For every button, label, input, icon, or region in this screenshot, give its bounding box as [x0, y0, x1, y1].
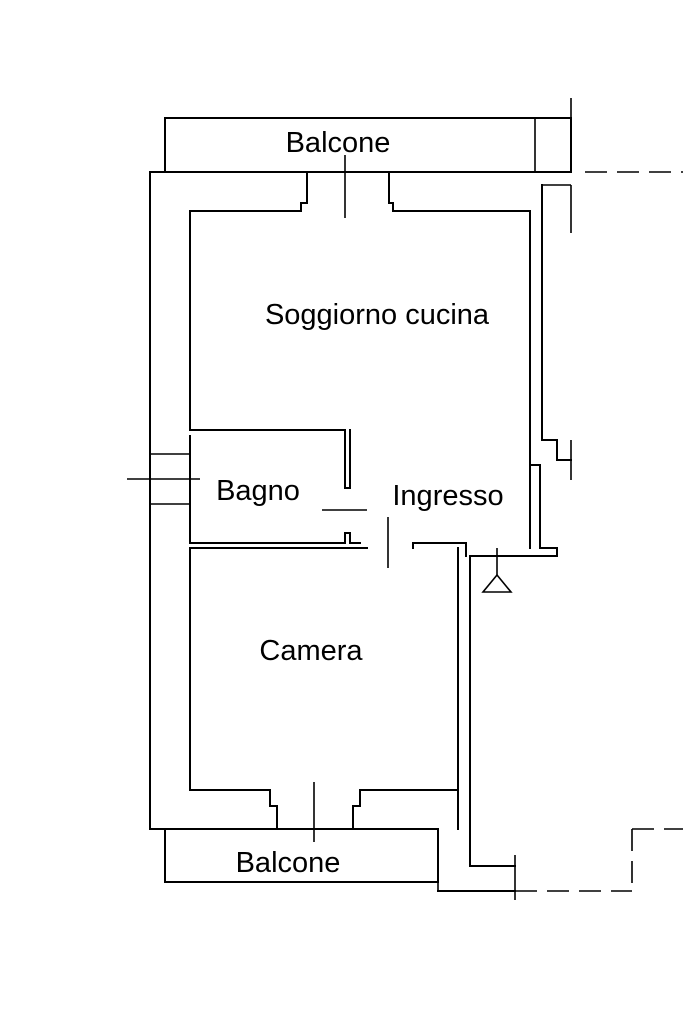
room-label-balcone-bottom: Balcone — [236, 847, 341, 879]
bathroom-walls — [127, 429, 389, 568]
room-label-ingresso: Ingresso — [392, 480, 503, 512]
room-label-bagno: Bagno — [216, 475, 300, 507]
room-label-soggiorno-cucina: Soggiorno cucina — [265, 299, 490, 331]
hall-walls — [412, 542, 516, 900]
balcony-top — [164, 98, 572, 173]
outer-walls — [149, 171, 683, 830]
room-label-balcone-top: Balcone — [286, 127, 391, 159]
room-label-camera: Camera — [259, 635, 363, 667]
bedroom-walls — [189, 547, 459, 842]
living-kitchen-walls — [189, 155, 572, 557]
balcony-bottom — [164, 828, 683, 892]
entrance-triangle-icon — [481, 548, 513, 593]
